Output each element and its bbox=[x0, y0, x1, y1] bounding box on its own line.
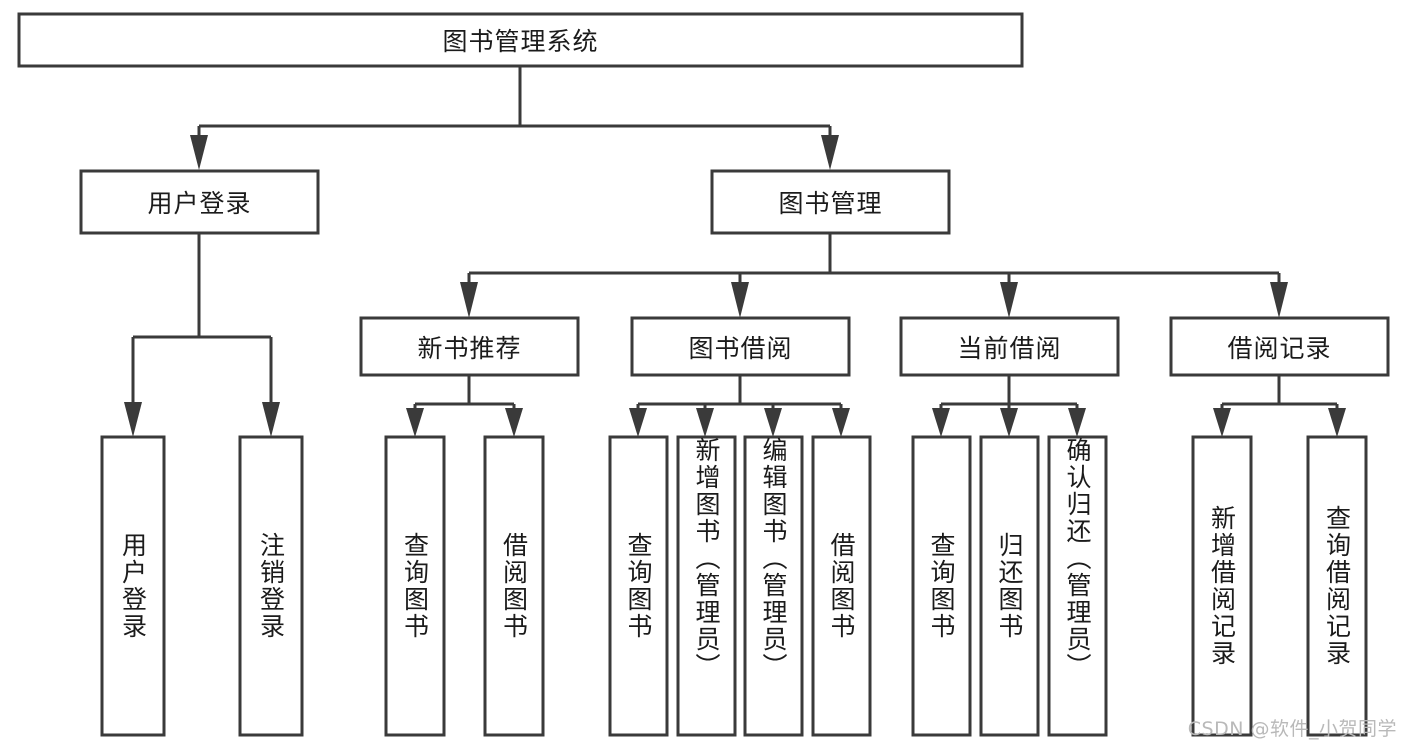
leaf-current-borrow-1[interactable] bbox=[979, 435, 1040, 737]
node-book-borrow[interactable] bbox=[630, 316, 851, 377]
watermark-text: CSDN @软件_小贺同学 bbox=[1187, 718, 1397, 740]
arrow-head-icon bbox=[696, 408, 714, 437]
leaf-borrow-record-0[interactable] bbox=[1191, 435, 1253, 737]
arrow-head-icon bbox=[731, 282, 749, 318]
arrow-head-icon bbox=[1000, 282, 1018, 318]
arrow-head-icon bbox=[932, 408, 950, 437]
arrow-head-icon bbox=[821, 135, 839, 170]
arrow-head-icon bbox=[505, 408, 523, 437]
leaf-book-borrow-2[interactable] bbox=[743, 435, 804, 737]
leaf-current-borrow-0[interactable] bbox=[911, 435, 972, 737]
node-layer bbox=[17, 12, 1390, 737]
arrow-head-icon bbox=[190, 135, 208, 170]
connector-layer bbox=[124, 66, 1346, 437]
arrow-head-icon bbox=[629, 408, 647, 437]
arrow-head-icon bbox=[764, 408, 782, 437]
leaf-current-borrow-2[interactable] bbox=[1047, 435, 1108, 737]
arrow-head-icon bbox=[262, 402, 280, 437]
arrow-head-icon bbox=[1000, 408, 1018, 437]
arrow-head-icon bbox=[1270, 282, 1288, 318]
leaf-new-book-1[interactable] bbox=[483, 435, 545, 737]
leaf-book-borrow-3[interactable] bbox=[811, 435, 872, 737]
leaf-user-login-1[interactable] bbox=[238, 435, 304, 737]
leaf-user-login-0[interactable] bbox=[100, 435, 166, 737]
leaf-borrow-record-1[interactable] bbox=[1306, 435, 1368, 737]
leaf-book-borrow-1[interactable] bbox=[676, 435, 737, 737]
arrow-head-icon bbox=[1328, 408, 1346, 437]
node-book-management[interactable] bbox=[710, 169, 951, 235]
arrow-head-icon bbox=[124, 402, 142, 437]
leaf-new-book-0[interactable] bbox=[384, 435, 446, 737]
node-borrow-record[interactable] bbox=[1169, 316, 1390, 377]
arrow-head-icon bbox=[1213, 408, 1231, 437]
arrow-head-icon bbox=[460, 282, 478, 318]
node-current-borrow[interactable] bbox=[899, 316, 1120, 377]
node-user-login[interactable] bbox=[79, 169, 320, 235]
node-new-book-recommend[interactable] bbox=[359, 316, 580, 377]
arrow-head-icon bbox=[1068, 408, 1086, 437]
leaf-book-borrow-0[interactable] bbox=[608, 435, 669, 737]
node-root[interactable] bbox=[17, 12, 1024, 68]
arrow-head-icon bbox=[832, 408, 850, 437]
arrow-head-icon bbox=[406, 408, 424, 437]
